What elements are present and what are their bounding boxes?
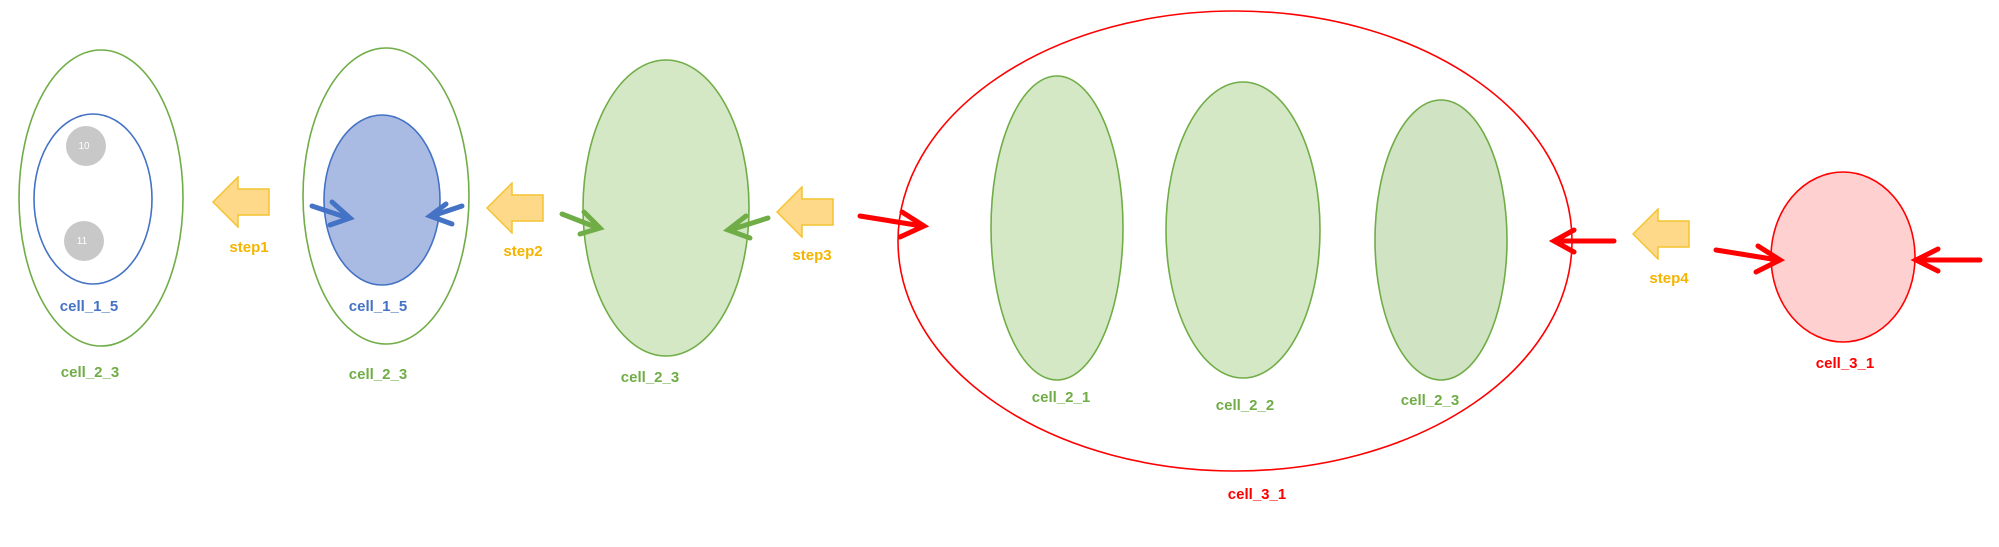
outer-cell-label: cell_2_3 [61, 364, 119, 381]
step2-arrow-icon [486, 182, 544, 234]
merge-arrow-left-icon [1713, 243, 1786, 275]
point-10 [66, 126, 106, 166]
cell-label: cell_2_3 [621, 369, 679, 386]
cell-2-1 [990, 75, 1124, 381]
outer-cell-2-3 [18, 49, 184, 347]
inner-cell-1-5 [33, 113, 153, 285]
inner-cell-1-5 [323, 114, 441, 286]
cell-2-2 [1165, 81, 1321, 379]
cell-label: cell_3_1 [1816, 355, 1874, 372]
step4-arrow-icon [1632, 208, 1690, 260]
step2-label: step2 [503, 243, 542, 260]
cell-2-1-label: cell_2_1 [1032, 389, 1090, 406]
merge-arrow-right-icon [722, 213, 771, 241]
merge-arrow-left-icon [559, 209, 605, 237]
inner-cell-label: cell_1_5 [60, 298, 118, 315]
cell-2-3 [582, 59, 750, 357]
outer-cell-label: cell_3_1 [1228, 486, 1286, 503]
merge-arrow-right-icon [1548, 227, 1617, 255]
step3-arrow-icon [776, 186, 834, 238]
outer-cell-2-3 [302, 47, 470, 345]
point-11-label: 11 [77, 236, 88, 247]
group-2: cell_1_5 cell_2_3 [302, 47, 470, 383]
group-4: cell_2_1 cell_2_2 cell_2_3 cell_3_1 [857, 10, 1617, 503]
step1-arrow-icon [212, 176, 270, 228]
step1-label: step1 [229, 239, 268, 256]
cell-2-3 [1374, 99, 1508, 381]
group-1: 10 11 cell_1_5 cell_2_3 [18, 49, 184, 381]
point-10-label: 10 [78, 141, 90, 152]
inner-cell-label: cell_1_5 [349, 298, 407, 315]
step3-label: step3 [792, 247, 831, 264]
outer-cell-label: cell_2_3 [349, 366, 407, 383]
point-11 [64, 221, 104, 261]
merge-arrow-right-icon [424, 201, 465, 227]
cell-3-1 [1770, 171, 1916, 343]
step4-label: step4 [1649, 270, 1689, 287]
cell-2-2-label: cell_2_2 [1216, 397, 1274, 414]
merge-arrow-left-icon [857, 209, 930, 240]
merge-arrow-right-icon [1910, 246, 1983, 274]
group-3: cell_2_3 [559, 59, 771, 386]
group-5: cell_3_1 [1713, 171, 1983, 372]
merge-arrow-left-icon [309, 199, 355, 228]
cell-2-3-label: cell_2_3 [1401, 392, 1459, 409]
